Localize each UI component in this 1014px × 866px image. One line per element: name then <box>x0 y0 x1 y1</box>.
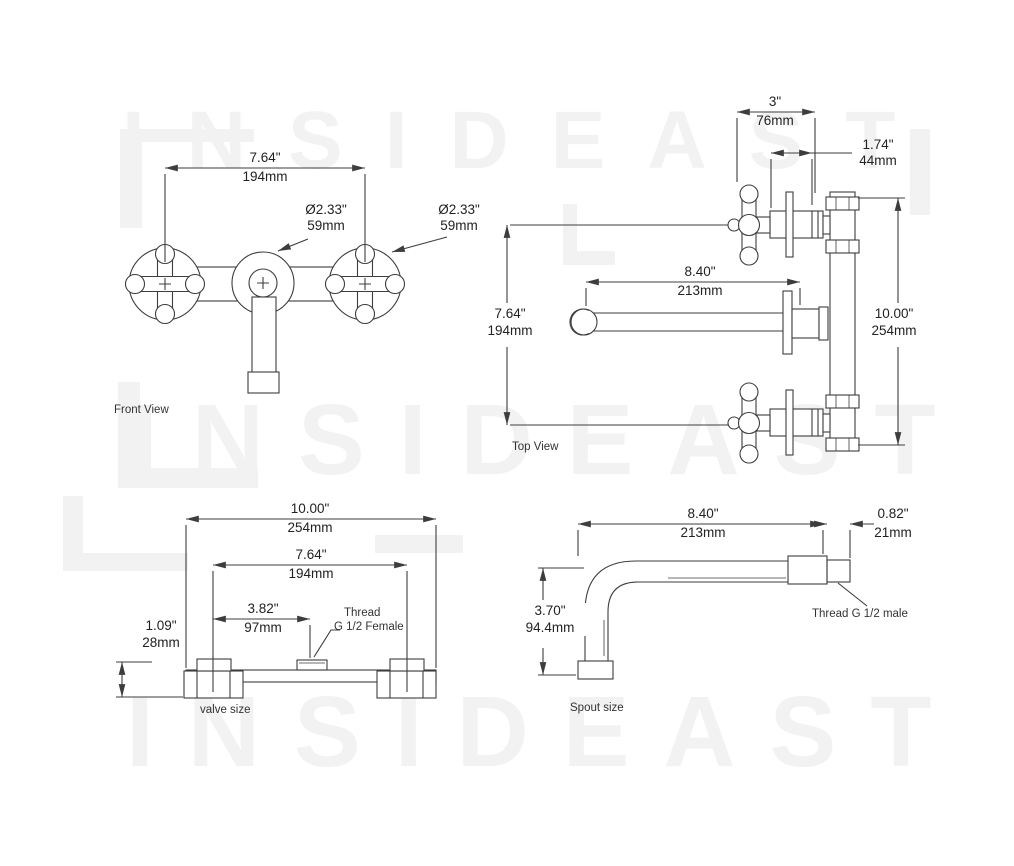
watermark-text-row2: INSIDEAST <box>130 384 970 496</box>
dim-valve-overall-length: 10.00" 254mm <box>287 501 333 535</box>
dim-front-handle-dia-right: Ø2.33" 59mm <box>438 202 480 233</box>
dim-top-valve-body: 1.74" 44mm <box>859 137 897 168</box>
dim-valve-inlet-centers: 7.64" 194mm <box>288 547 334 581</box>
watermark-bracket-icon <box>118 382 258 488</box>
top-view-label: Top View <box>512 441 559 453</box>
valve-thread-note: Thread G 1/2 Female <box>334 607 404 633</box>
dim-top-spout-reach: 8.40" 213mm <box>677 264 723 298</box>
valve-size-label: valve size <box>200 704 251 716</box>
spout-size-drawing <box>538 520 874 680</box>
watermark-bracket-icon <box>120 129 254 228</box>
spout-size-label: Spout size <box>570 702 624 714</box>
dim-spout-thread-length: 0.82" 21mm <box>874 506 912 540</box>
watermark-bracket-icon <box>563 204 615 265</box>
watermark-bracket-icon <box>910 129 930 215</box>
watermark-bracket-icon <box>63 496 188 571</box>
dim-front-center-distance: 7.64" 194mm <box>242 150 288 184</box>
dim-front-handle-dia-left: Ø2.33" 59mm <box>305 202 347 233</box>
valve-size-drawing <box>116 515 437 699</box>
dim-valve-center-offset: 3.82" 97mm <box>244 601 282 635</box>
watermark-bracket-icon <box>375 535 463 553</box>
dim-valve-body-height: 1.09" 28mm <box>142 618 180 650</box>
top-view-drawing <box>503 108 905 464</box>
watermark-text-row3: INSIDEAST <box>126 676 966 788</box>
front-view-label: Front View <box>114 404 169 416</box>
dim-top-wall-clearance: 3" 76mm <box>756 94 794 128</box>
front-view-drawing <box>124 164 448 394</box>
dim-spout-reach: 8.40" 213mm <box>680 506 726 540</box>
dim-top-handle-centers: 7.64" 194mm <box>477 306 543 339</box>
dim-top-overall-width: 10.00" 254mm <box>860 306 928 339</box>
spout-thread-note: Thread G 1/2 male <box>812 608 908 620</box>
dim-spout-drop: 3.70" 94.4mm <box>514 603 586 636</box>
